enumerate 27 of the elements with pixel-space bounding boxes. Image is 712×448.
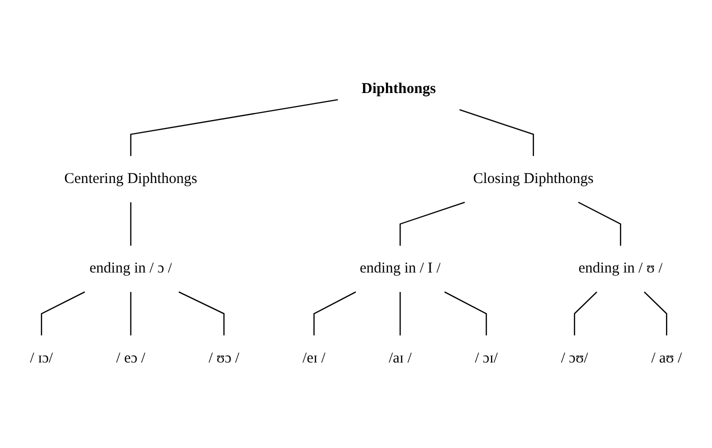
node-text: Closing Diphthongs xyxy=(473,170,594,187)
connector xyxy=(130,292,132,336)
node-text: /aɪ / xyxy=(388,350,412,366)
node-text: / eɔ / xyxy=(116,350,146,366)
node-text: / ʊɔ / xyxy=(208,350,240,366)
connector xyxy=(459,109,534,156)
connector xyxy=(444,291,487,336)
node-text: / aʊ / xyxy=(651,350,682,366)
node-text: / ɪɔ/ xyxy=(30,350,53,366)
node-text: ending in / ʊ / xyxy=(578,260,663,277)
node-text: / ɔɪ/ xyxy=(474,350,498,366)
node-text: /eɪ / xyxy=(302,350,326,366)
connector xyxy=(130,99,338,156)
node-text: / ɔʊ/ xyxy=(561,350,588,366)
connector xyxy=(644,292,668,336)
connector xyxy=(40,291,86,336)
node-text: Centering Diphthongs xyxy=(64,170,198,187)
connector xyxy=(400,292,401,336)
connector xyxy=(574,292,598,336)
node-text: ending in / I / xyxy=(360,260,441,277)
node-text: Diphthongs xyxy=(362,80,436,98)
node-text: ending in / ɔ / xyxy=(89,260,172,277)
connector xyxy=(313,291,356,336)
connector xyxy=(578,202,622,246)
connector xyxy=(400,202,465,246)
connector xyxy=(178,291,225,336)
connector xyxy=(130,202,132,246)
